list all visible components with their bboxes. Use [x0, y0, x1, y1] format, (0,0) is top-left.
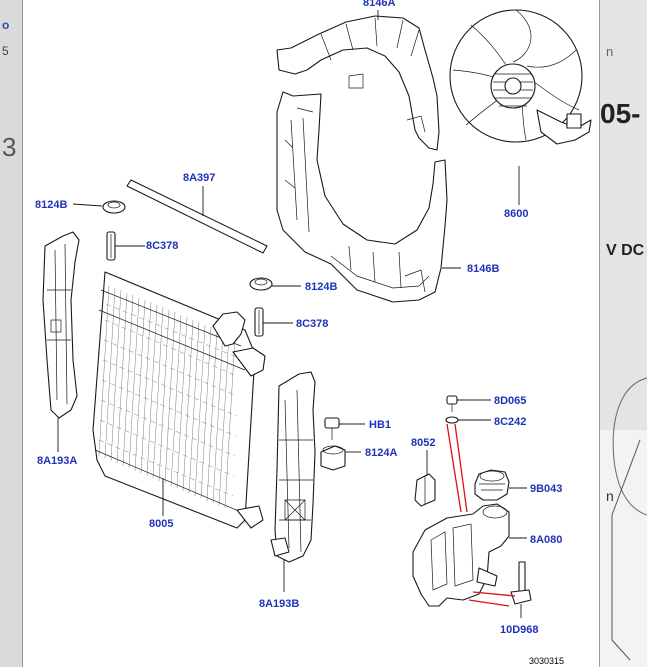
label-9b043: 9B043 — [530, 483, 562, 495]
level-sensor — [414, 473, 436, 507]
label-8052: 8052 — [411, 437, 435, 449]
insulator-cap-middle — [249, 277, 273, 291]
label-8124a: 8124A — [365, 447, 397, 459]
background-left-strip — [0, 0, 22, 667]
label-8c378-left: 8C378 — [146, 240, 178, 252]
expansion-tank — [412, 503, 510, 607]
bleed-screw — [446, 395, 458, 412]
background-text-fragment: n — [606, 488, 614, 504]
rubber-mount — [320, 445, 346, 471]
background-text-fragment: o — [2, 18, 10, 32]
label-8005: 8005 — [149, 518, 173, 530]
label-10d968: 10D968 — [500, 624, 539, 636]
label-hb1: HB1 — [369, 419, 391, 431]
catalog-number: 3030315 — [529, 656, 564, 666]
label-8d065: 8D065 — [494, 395, 526, 407]
label-8c378-middle: 8C378 — [296, 318, 328, 330]
background-right-panel — [600, 430, 647, 667]
insulator-cap-left — [102, 200, 126, 214]
label-8a397: 8A397 — [183, 172, 215, 184]
right-side-bracket — [270, 371, 316, 563]
label-8a193b: 8A193B — [259, 598, 299, 610]
upper-fan-shroud — [276, 15, 440, 151]
air-deflector-tube — [126, 179, 268, 254]
label-8a080: 8A080 — [530, 534, 562, 546]
retaining-clip-middle — [254, 307, 264, 337]
highlight-lines — [446, 423, 516, 607]
diagram-viewer: 8146A 8600 8146B 8A397 8124B 8C378 — [22, 0, 600, 667]
leader-line — [72, 203, 103, 207]
background-text-fragment: 05- — [600, 98, 641, 129]
background-text-fragment: n — [606, 44, 614, 59]
o-ring — [445, 416, 459, 424]
label-8600: 8600 — [504, 208, 528, 220]
radiator-core — [92, 271, 266, 529]
cooling-fan — [449, 9, 592, 145]
expansion-tank-cap — [474, 469, 510, 501]
label-8c242: 8C242 — [494, 416, 526, 428]
parts-diagram: 8146A 8600 8146B 8A397 8124B 8C378 — [35, 0, 592, 666]
bolt-hb1 — [324, 417, 340, 440]
label-8124b-middle: 8124B — [305, 281, 337, 293]
background-text-fragment: V DC — [606, 242, 645, 259]
label-8146a: 8146A — [363, 0, 395, 9]
coolant-level-sensor — [510, 561, 532, 605]
lower-fan-shroud — [276, 91, 448, 303]
background-text-fragment: 3 — [2, 132, 17, 162]
label-8146b: 8146B — [467, 263, 499, 275]
label-8a193a: 8A193A — [37, 455, 77, 467]
label-8124b-left: 8124B — [35, 199, 67, 211]
left-side-bracket — [42, 231, 80, 419]
background-text-fragment: 5 — [2, 44, 9, 58]
retaining-clip-left — [106, 231, 116, 261]
